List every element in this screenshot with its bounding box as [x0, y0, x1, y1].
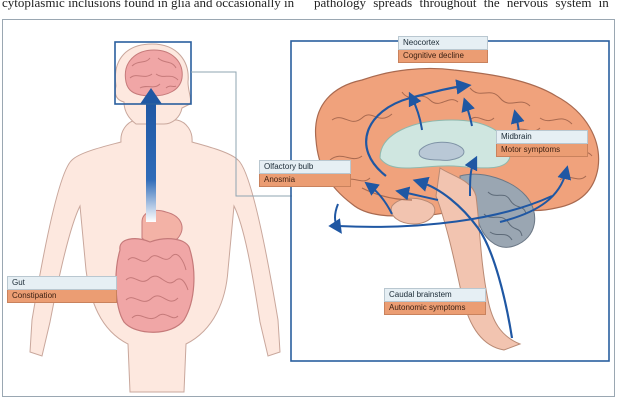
human-body — [29, 41, 281, 393]
label-gut: Gut Constipation — [7, 276, 117, 303]
label-midbrain-title: Midbrain — [496, 130, 588, 144]
paper-text-left: cytoplasmic inclusions found in glia and… — [2, 0, 295, 10]
page-text-top: cytoplasmic inclusions found in glia and… — [0, 0, 617, 13]
label-brainstem-title: Caudal brainstem — [384, 288, 486, 302]
label-gut-title: Gut — [7, 276, 117, 290]
connector-lines — [191, 71, 292, 197]
label-midbrain: Midbrain Motor symptoms — [496, 130, 588, 157]
label-brainstem-symptom: Autonomic symptoms — [384, 302, 486, 315]
label-gut-symptom: Constipation — [7, 290, 117, 303]
label-neocortex: Neocortex Cognitive decline — [398, 36, 488, 63]
label-olfactory-bulb: Olfactory bulb Anosmia — [259, 160, 351, 187]
label-caudal-brainstem: Caudal brainstem Autonomic symptoms — [384, 288, 486, 315]
label-neocortex-title: Neocortex — [398, 36, 488, 50]
paper-text-right: pathology spreads throughout the nervous… — [314, 0, 609, 10]
label-olfactory-symptom: Anosmia — [259, 174, 351, 187]
brain-sagittal — [314, 67, 600, 351]
label-neocortex-symptom: Cognitive decline — [398, 50, 488, 63]
label-midbrain-symptom: Motor symptoms — [496, 144, 588, 157]
figure-frame — [2, 19, 615, 397]
label-olfactory-title: Olfactory bulb — [259, 160, 351, 174]
